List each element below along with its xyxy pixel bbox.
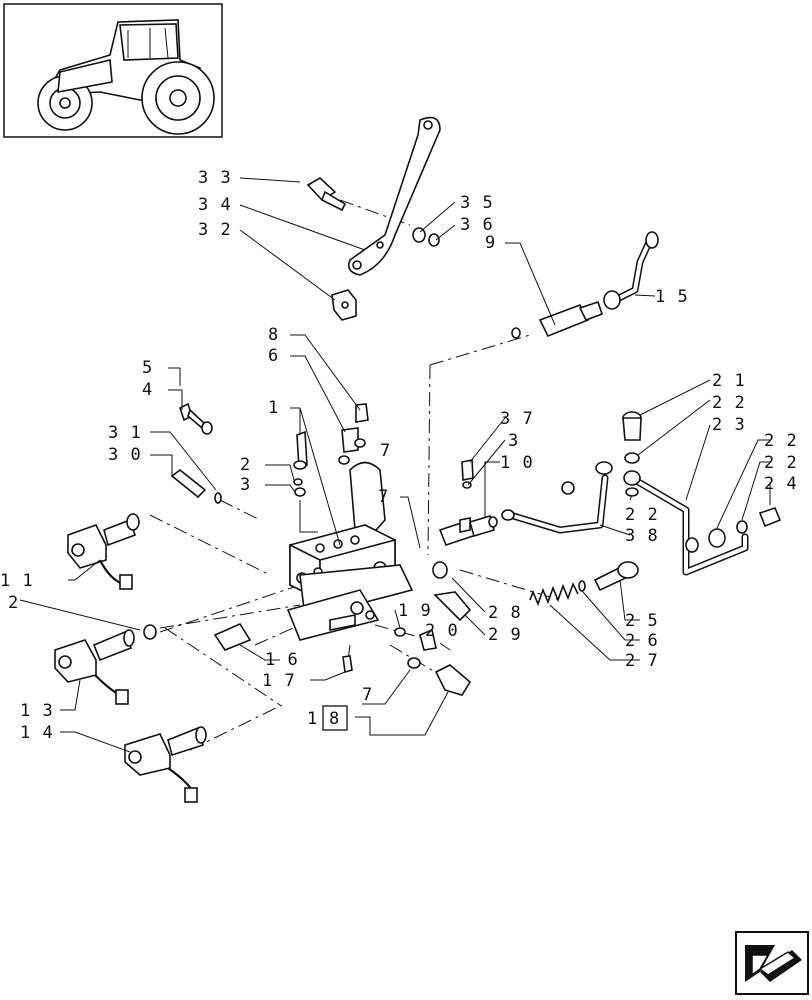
callout-21: 2 1 (712, 371, 746, 391)
clamp-32 (331, 289, 357, 321)
callout-box-18 (322, 705, 348, 731)
callout-37: 3 7 (500, 409, 534, 429)
callout-24: 2 4 (764, 474, 798, 494)
fitting-6-8 (338, 403, 369, 465)
washer-35-36 (412, 227, 440, 247)
callout-18-box: 8 (329, 709, 340, 729)
callout-35: 3 5 (460, 193, 494, 213)
elbow-18 (407, 657, 472, 696)
solenoid-14 (124, 726, 207, 803)
callout-labels: 3 3 3 4 3 2 3 5 3 6 9 1 5 8 6 5 4 1 3 1 … (0, 168, 798, 743)
callout-30: 3 0 (108, 445, 142, 465)
callout-2: 2 (240, 455, 251, 475)
callout-33: 3 3 (198, 168, 232, 188)
callout-22-b: 2 2 (764, 431, 798, 451)
callout-27: 2 7 (625, 651, 659, 671)
callout-32: 3 2 (198, 220, 232, 240)
callout-9: 9 (485, 233, 496, 253)
bolt-24 (758, 507, 782, 528)
callout-8: 8 (268, 325, 279, 345)
pin-30 (170, 468, 222, 504)
callout-12: 2 (8, 593, 19, 613)
callout-22-c: 2 2 (764, 453, 798, 473)
spring-27 (529, 580, 586, 607)
plug-16 (213, 622, 252, 651)
callout-7-mid: 7 (378, 487, 389, 507)
callout-6: 6 (268, 346, 279, 366)
callout-28: 2 8 (488, 603, 522, 623)
washer-22 (736, 520, 748, 534)
valve-body (286, 461, 414, 641)
pipe-23 (623, 470, 749, 576)
callout-3-left: 3 (240, 475, 251, 495)
callout-16: 1 6 (265, 650, 299, 670)
pipe-15 (603, 231, 659, 310)
callout-22-d: 2 2 (625, 505, 659, 525)
leader-lines (19, 177, 771, 753)
callout-17: 1 7 (262, 671, 296, 691)
callout-13: 1 3 (20, 701, 54, 721)
callout-5: 5 (142, 358, 153, 378)
next-page-arrow-icon[interactable] (735, 931, 809, 995)
callout-7-bottom: 7 (362, 685, 373, 705)
bolt-4-washer-5 (179, 402, 213, 435)
bolt-21 (622, 411, 642, 497)
callout-4: 4 (142, 380, 153, 400)
bolt-25 (593, 561, 639, 592)
callout-11: 1 1 (0, 571, 34, 591)
callout-34: 3 4 (198, 195, 232, 215)
bolt-33 (306, 177, 347, 212)
callout-25: 2 5 (625, 611, 659, 631)
solenoid-13 (54, 629, 135, 705)
callout-1: 1 (268, 398, 279, 418)
callout-3-right: 3 (508, 431, 519, 451)
callout-19: 1 9 (398, 601, 432, 621)
callout-29: 2 9 (488, 625, 522, 645)
fitting-10 (438, 515, 498, 546)
callout-36: 3 6 (460, 215, 494, 235)
lever-arm (347, 116, 441, 276)
pipe-38 (501, 461, 613, 534)
callout-20: 2 0 (425, 621, 459, 641)
plug-20 (394, 627, 437, 651)
solenoid-11 (67, 513, 140, 590)
callout-23: 2 3 (712, 415, 746, 435)
plug-2-3 (293, 478, 303, 486)
callout-22-a: 2 2 (712, 393, 746, 413)
fitting-37 (461, 459, 474, 489)
tractor-thumbnail (3, 3, 223, 138)
callout-14: 1 4 (20, 723, 54, 743)
plug-28 (432, 561, 472, 622)
fitting-9 (511, 300, 604, 339)
callout-18: 1 (307, 709, 318, 729)
seal-12 (143, 624, 157, 640)
callout-38: 3 8 (625, 526, 659, 546)
callout-26: 2 6 (625, 631, 659, 651)
fitting-1 (293, 430, 308, 497)
callout-31: 3 1 (108, 423, 142, 443)
pin-17 (342, 655, 353, 674)
callout-15: 1 5 (655, 287, 689, 307)
callout-10: 1 0 (500, 453, 534, 473)
callout-7-top: 7 (380, 441, 391, 461)
